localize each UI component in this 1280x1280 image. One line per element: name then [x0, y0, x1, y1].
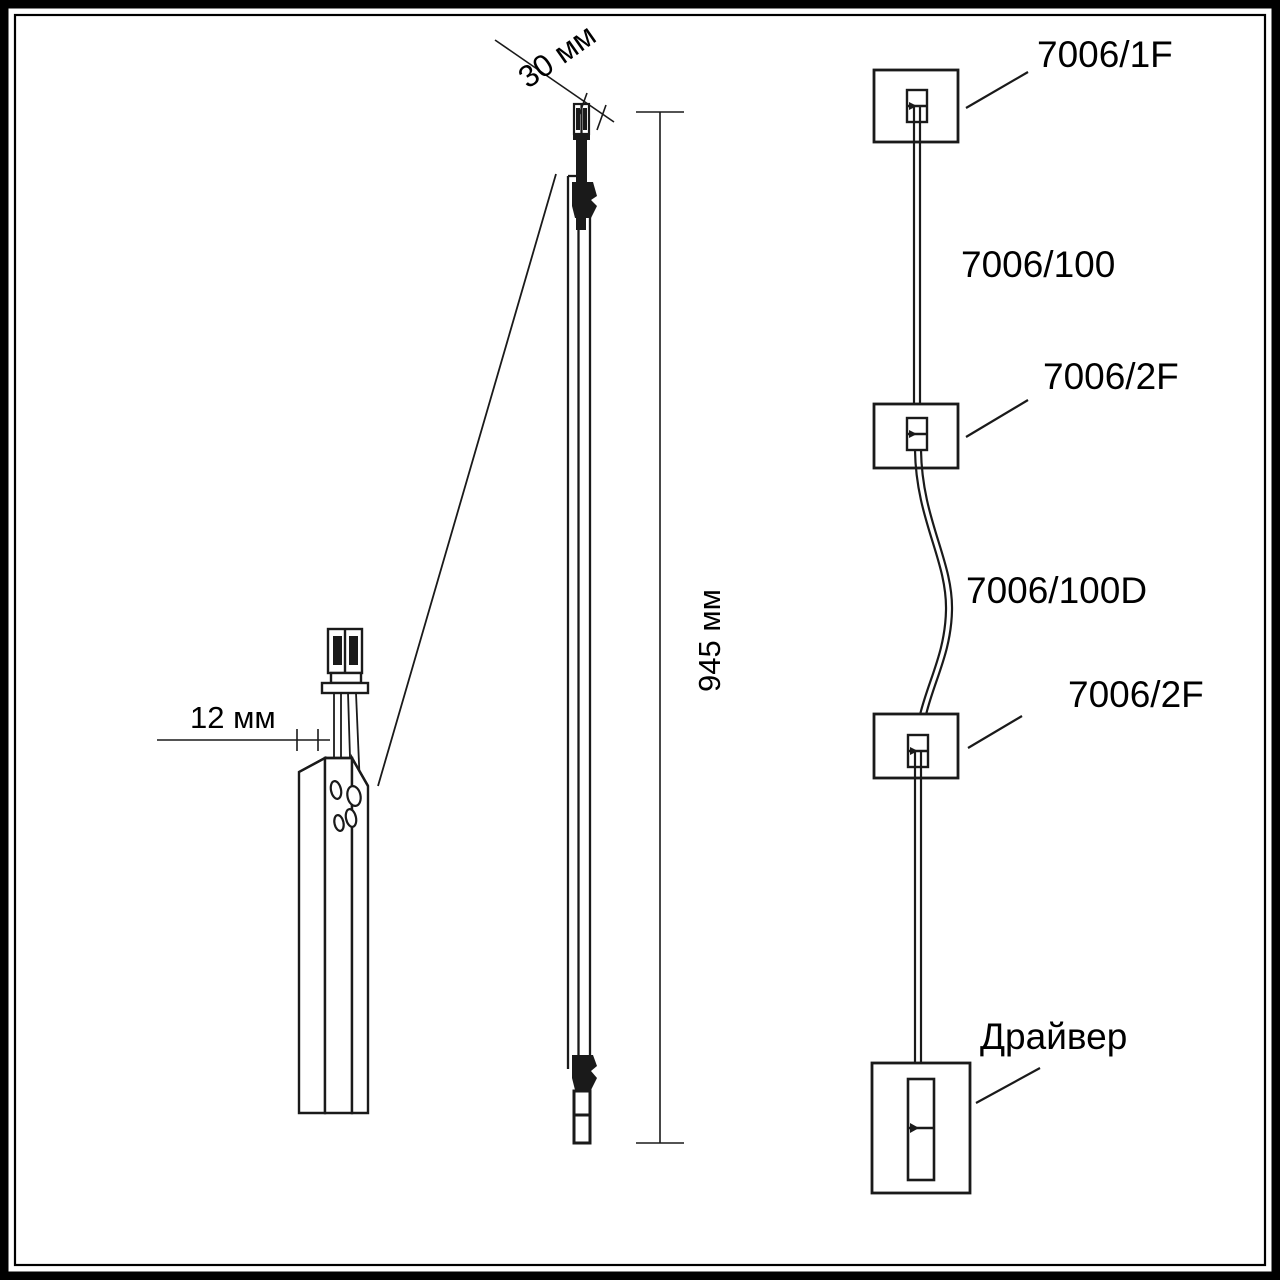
top-stem: [576, 140, 587, 182]
curved-cable-flex: [913, 449, 954, 751]
straight-cable-upper: [912, 106, 922, 404]
callout-label-7006-2f-upper: 7006/2F: [1043, 356, 1179, 397]
top-bracket-joint: [572, 182, 597, 230]
dimension-12mm-line: [157, 729, 330, 751]
driver-unit: [906, 1077, 936, 1182]
connector-terminal-lower: [906, 733, 930, 769]
profile-collar: [320, 681, 370, 695]
center-elevation-view: [494, 39, 684, 1145]
detail-leader-line: [377, 173, 557, 787]
leader-7006-2f-upper: [965, 399, 1029, 438]
callout-label-driver: Драйвер: [980, 1016, 1128, 1057]
canopy-terminal: [905, 88, 929, 124]
callout-label-7006-2f-lower: 7006/2F: [1068, 674, 1204, 715]
callout-label-7006-100d: 7006/100D: [966, 570, 1148, 611]
profile-connector-head: [326, 627, 364, 685]
profile-mounting-holes: [329, 780, 362, 832]
leader-driver: [975, 1067, 1041, 1104]
callout-leaders: [965, 71, 1041, 1104]
dimension-945mm-line: [636, 111, 684, 1144]
leader-7006-2f-lower: [967, 715, 1023, 749]
straight-cable-lower: [913, 751, 923, 1082]
right-schematic-view: [870, 68, 1041, 1195]
dimension-label-12mm: 12 мм: [190, 700, 276, 735]
bottom-stem: [576, 1060, 587, 1112]
callout-label-7006-100: 7006/100: [961, 244, 1116, 285]
connector-terminal-upper: [905, 416, 929, 452]
left-profile-detail-view: [157, 627, 370, 1115]
luminaire-profile-body: [566, 174, 592, 1069]
profile-body-isometric: [297, 753, 370, 1115]
leader-7006-1f: [965, 71, 1029, 109]
top-plug: [572, 102, 591, 140]
dimension-30mm-line: [494, 39, 615, 131]
callout-label-7006-1f: 7006/1F: [1037, 34, 1173, 75]
dimension-label-945mm: 945 мм: [692, 589, 727, 692]
bottom-plug: [572, 1089, 592, 1145]
